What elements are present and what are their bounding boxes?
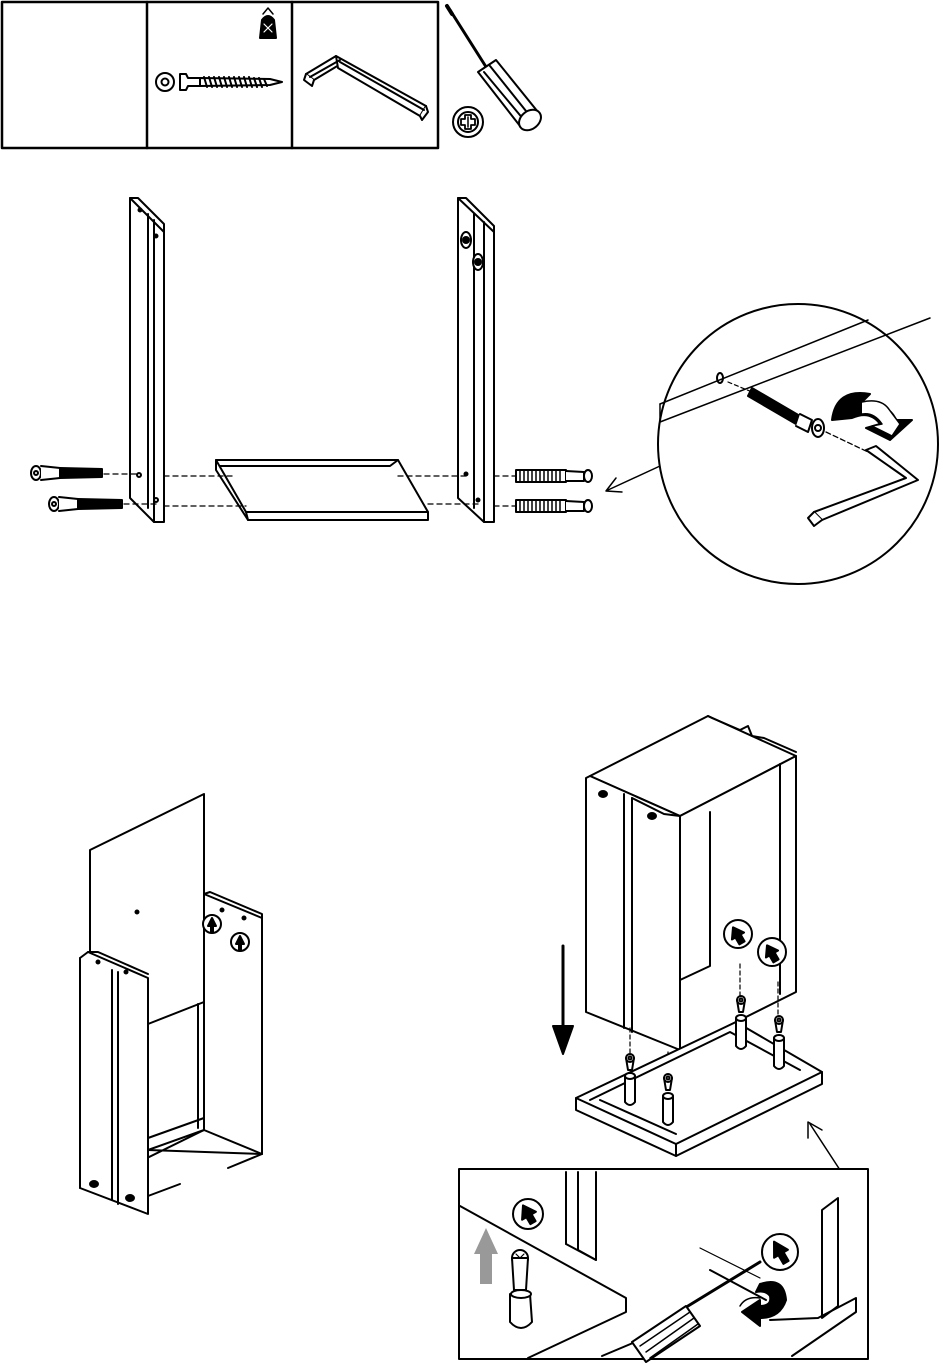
parts-panel-frame <box>2 2 438 148</box>
cam-bolt-left-upper <box>31 466 102 480</box>
step-3 <box>459 716 868 1362</box>
cam-bolt-right-lower <box>516 500 592 512</box>
allen-key-detail <box>658 304 938 584</box>
cam-bolt-left-lower <box>49 497 122 511</box>
allen-key-icon <box>304 56 428 120</box>
down-arrow-icon <box>553 946 573 1054</box>
step-2 <box>80 794 262 1214</box>
screw-icon <box>156 73 282 91</box>
parts-panel <box>2 2 545 148</box>
detail-pointer-arrow <box>606 466 660 492</box>
cam-bolt-right-upper <box>516 470 592 482</box>
detail-pointer-arrow-2 <box>808 1122 840 1170</box>
parts-bag-icon <box>260 8 276 38</box>
bottom-shelf <box>216 460 428 520</box>
side-panel-right <box>458 198 494 522</box>
back-panel-insertion <box>80 794 262 1214</box>
cam-lock-detail <box>459 1169 868 1362</box>
step-1 <box>31 198 938 584</box>
carcass-lowered-onto-plinth <box>576 716 822 1156</box>
phillips-head-icon <box>453 107 483 137</box>
